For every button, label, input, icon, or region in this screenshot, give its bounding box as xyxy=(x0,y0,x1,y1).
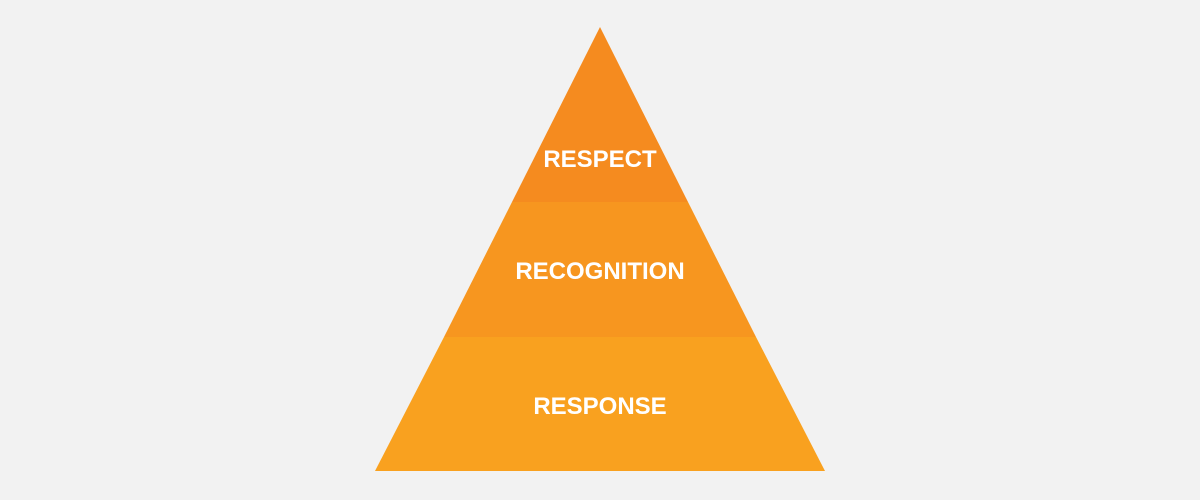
tier-label-recognition: RECOGNITION xyxy=(515,258,684,285)
pyramid-tier-response xyxy=(375,337,825,471)
pyramid-tier-respect xyxy=(512,27,688,202)
tier-label-respect: RESPECT xyxy=(543,146,657,173)
pyramid-tier-recognition xyxy=(444,202,756,337)
tier-label-response: RESPONSE xyxy=(533,393,666,420)
